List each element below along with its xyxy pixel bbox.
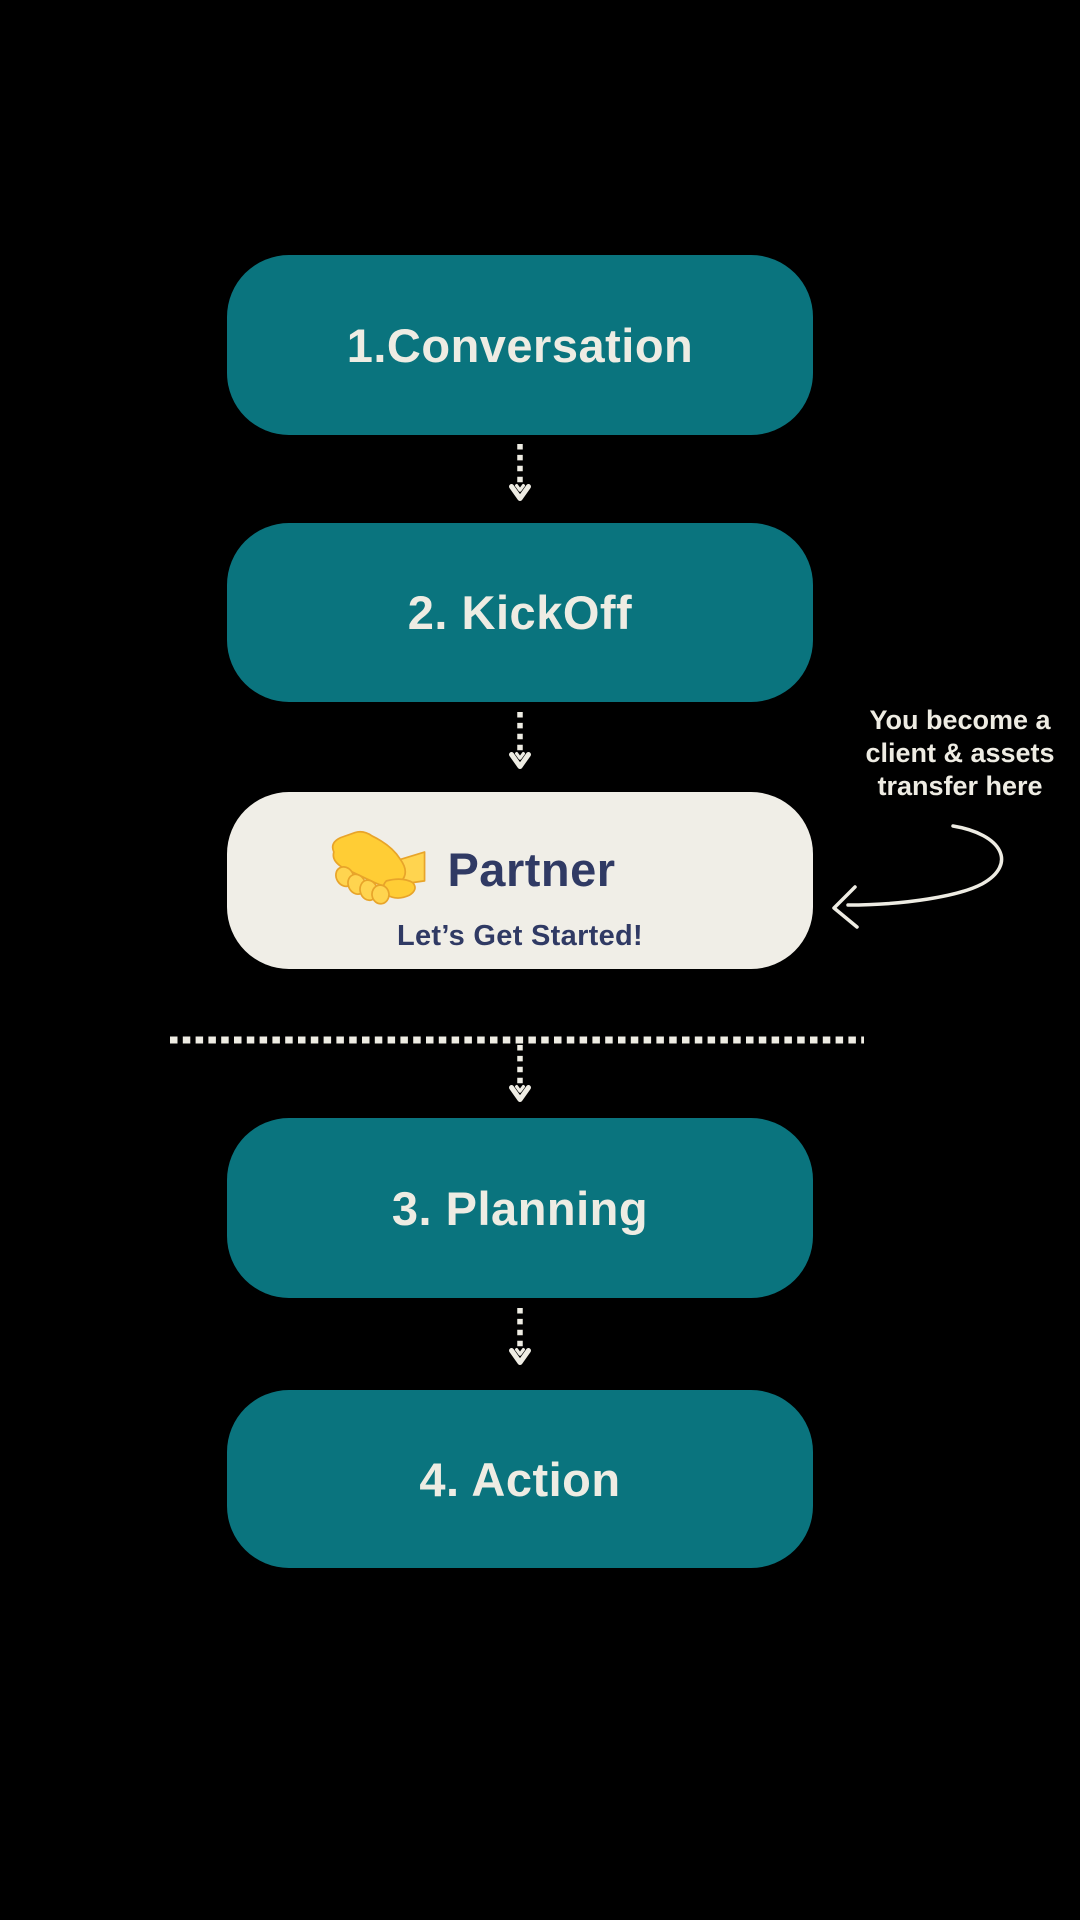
annotation-line: You become a bbox=[869, 705, 1051, 735]
stage-label-kickoff: 2. KickOff bbox=[407, 586, 633, 639]
down-arrow-icon bbox=[508, 1042, 532, 1106]
stage-box-planning: 3. Planning bbox=[227, 1118, 813, 1298]
handshake-icon bbox=[332, 830, 426, 905]
stage-box-conversation: 1.Conversation bbox=[227, 255, 813, 435]
stage-label-conversation: 1.Conversation bbox=[346, 318, 694, 372]
annotation-line: transfer here bbox=[877, 771, 1043, 801]
down-arrow-icon bbox=[508, 441, 532, 505]
annotation-line: client & assets bbox=[865, 738, 1055, 768]
curved-arrow-icon bbox=[832, 824, 1004, 929]
partner-subtitle: Let’s Get Started! bbox=[396, 920, 644, 952]
stage-box-action: 4. Action bbox=[227, 1390, 813, 1568]
annotation-note: You become a client & assets transfer he… bbox=[818, 704, 1080, 803]
phase-divider-line bbox=[170, 1036, 864, 1044]
stage-label-planning: 3. Planning bbox=[391, 1181, 649, 1235]
partner-title-row: Partner bbox=[316, 830, 615, 908]
partner-card: Partner Let’s Get Started! bbox=[227, 792, 813, 969]
stage-box-kickoff: 2. KickOff bbox=[227, 523, 813, 702]
stage-label-action: 4. Action bbox=[419, 1452, 621, 1506]
down-arrow-icon bbox=[508, 1305, 532, 1369]
down-arrow-icon bbox=[508, 709, 532, 773]
partner-title: Partner bbox=[447, 842, 616, 896]
